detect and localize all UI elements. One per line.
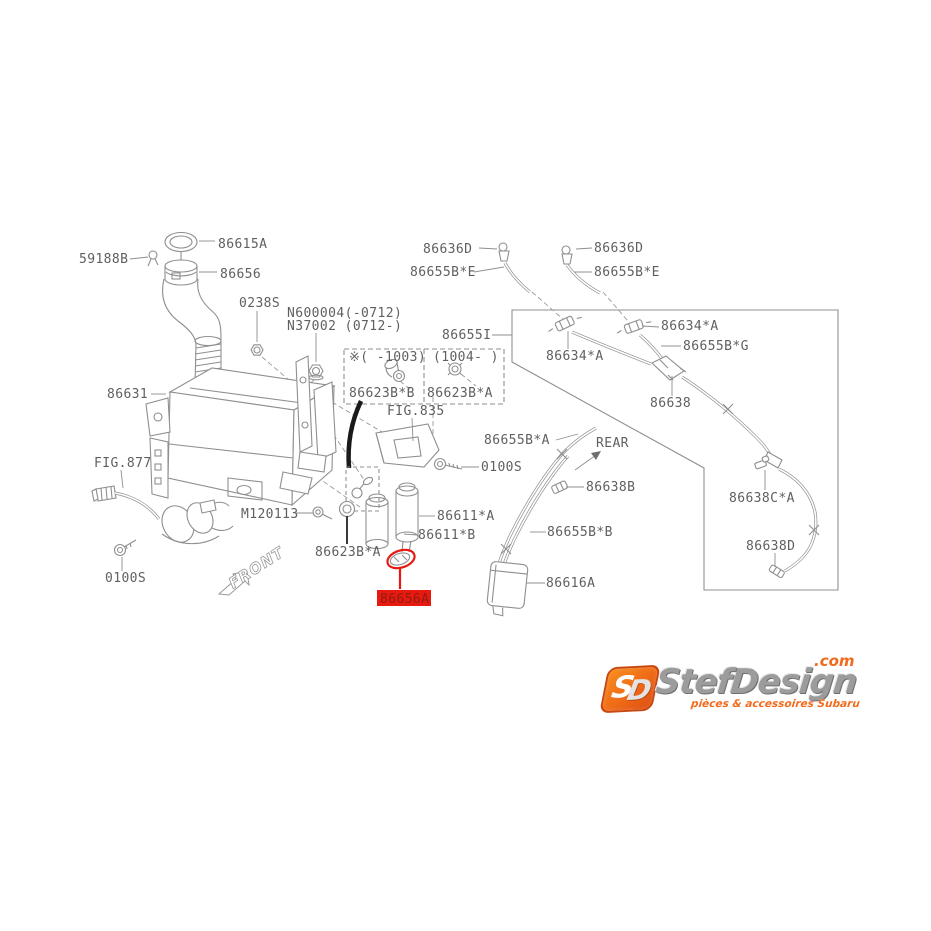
label-86623B-A: 86623B*A: [315, 545, 381, 560]
filler-neck-drawing: [161, 278, 197, 345]
bold-hose-arc: [346, 400, 364, 469]
assembly-box-86655I: [511, 309, 839, 591]
label-86638: 86638: [650, 396, 691, 411]
nozzle-86636D-left-drawing: [498, 242, 510, 262]
label-86638B: 86638B: [586, 480, 635, 495]
label-range-late: (1004- ): [433, 350, 499, 365]
variant-box: [343, 348, 505, 405]
label-86623B-B: 86623B*B: [349, 386, 415, 401]
fitting-86638D-drawing: [768, 564, 785, 579]
label-86631: 86631: [107, 387, 148, 402]
joint-86638-drawing: [651, 355, 687, 381]
label-86623B-A-box: 86623B*A: [427, 386, 493, 401]
label-86655B-E-right: 86655B*E: [594, 265, 660, 280]
label-front: FRONT: [225, 543, 288, 592]
label-86656: 86656: [220, 267, 261, 282]
canister-86616A-drawing: [486, 561, 529, 617]
label-86655B-G: 86655B*G: [683, 339, 749, 354]
clamp-mark-4: [500, 543, 512, 555]
label-86634-A-right: 86634*A: [661, 319, 719, 334]
label-86634-A-left: 86634*A: [546, 349, 604, 364]
label-59188B: 59188B: [79, 252, 128, 267]
label-0100S-bottom: 0100S: [105, 571, 146, 586]
bracket-fig835-drawing: [375, 423, 440, 468]
pump-86611A-drawing: [395, 482, 419, 553]
label-86611-B: 86611*B: [418, 528, 476, 543]
label-86656A: 86656A: [380, 592, 429, 607]
pump-grommet-group: [338, 466, 380, 518]
screw-0100S-mid-drawing: [433, 457, 463, 471]
stefdesign-monogram-icon: S D: [599, 664, 661, 714]
pump-86611B-drawing: [365, 493, 389, 550]
washer-tank-assembly: [145, 231, 337, 507]
label-rear: REAR: [596, 436, 629, 451]
tank-bracket-drawing: [279, 355, 337, 495]
label-86611-A: 86611*A: [437, 509, 495, 524]
label-fig835: FIG.835: [387, 404, 445, 419]
label-86638D: 86638D: [746, 539, 795, 554]
label-0238S: 0238S: [239, 296, 280, 311]
screw-0100S-bottom-drawing: [113, 539, 137, 557]
clip-59188B-drawing: [147, 250, 159, 267]
label-86655B-A: 86655B*A: [484, 433, 550, 448]
label-86636D-right: 86636D: [594, 241, 643, 256]
label-86655B-B: 86655B*B: [547, 525, 613, 540]
clamp-mark-1: [722, 403, 734, 415]
label-M120113: M120113: [241, 507, 299, 522]
rear-arrow: [574, 451, 601, 471]
label-86638C-A: 86638C*A: [729, 491, 795, 506]
label-N600004: N600004(-0712): [287, 306, 402, 321]
hose-86655BE-left: [503, 262, 531, 294]
clamp-mark-3: [556, 448, 568, 460]
label-86655I: 86655I: [442, 328, 491, 343]
label-N37002: N37002 (0712-): [287, 319, 402, 334]
label-86616A: 86616A: [546, 576, 595, 591]
fig877-assembly-drawing: [91, 485, 234, 545]
highlight-label-box: [377, 590, 431, 606]
highlighted-part-86656A[interactable]: 86656A: [377, 547, 431, 607]
valve-86634A-right-drawing: [616, 319, 652, 334]
part-labels: 86615A 59188B 86656 0238S N600004(-0712)…: [79, 237, 795, 591]
grommet-86623B-A-box-drawing: [447, 362, 463, 376]
highlight-ellipse: [386, 548, 416, 570]
hose-main-right: [681, 375, 773, 458]
label-range-early: ※( -1003): [349, 350, 426, 365]
clamp-mark-2: [808, 524, 820, 536]
nut-0238S-drawing: [250, 344, 264, 356]
hose-86638D: [778, 467, 818, 573]
logo-tagline-text: pièces & accessoires Subaru: [690, 698, 861, 710]
front-arrow: FRONT: [217, 542, 289, 596]
stefdesign-logo[interactable]: S D StefDesign .com pièces & accessoires…: [596, 650, 881, 725]
label-0100S-mid: 0100S: [481, 460, 522, 475]
label-86636D-left: 86636D: [423, 242, 472, 257]
inlet-86656-drawing: [164, 259, 198, 286]
logo-tld-text: .com: [814, 652, 855, 670]
bolt-M120113-drawing: [312, 506, 333, 520]
nut-N-drawing: [308, 364, 324, 381]
label-86655B-E-left: 86655B*E: [410, 265, 476, 280]
valve-86634A-left-drawing: [548, 315, 582, 333]
label-86615A: 86615A: [218, 237, 267, 252]
grommet-86623B-B-drawing: [384, 358, 406, 383]
fitting-86638B-drawing: [551, 480, 568, 494]
fitting-86638CA-drawing: [754, 455, 770, 470]
nozzle-86636D-right-drawing: [561, 245, 573, 265]
leader-lines: [120, 240, 776, 584]
label-fig877: FIG.877: [94, 456, 152, 471]
